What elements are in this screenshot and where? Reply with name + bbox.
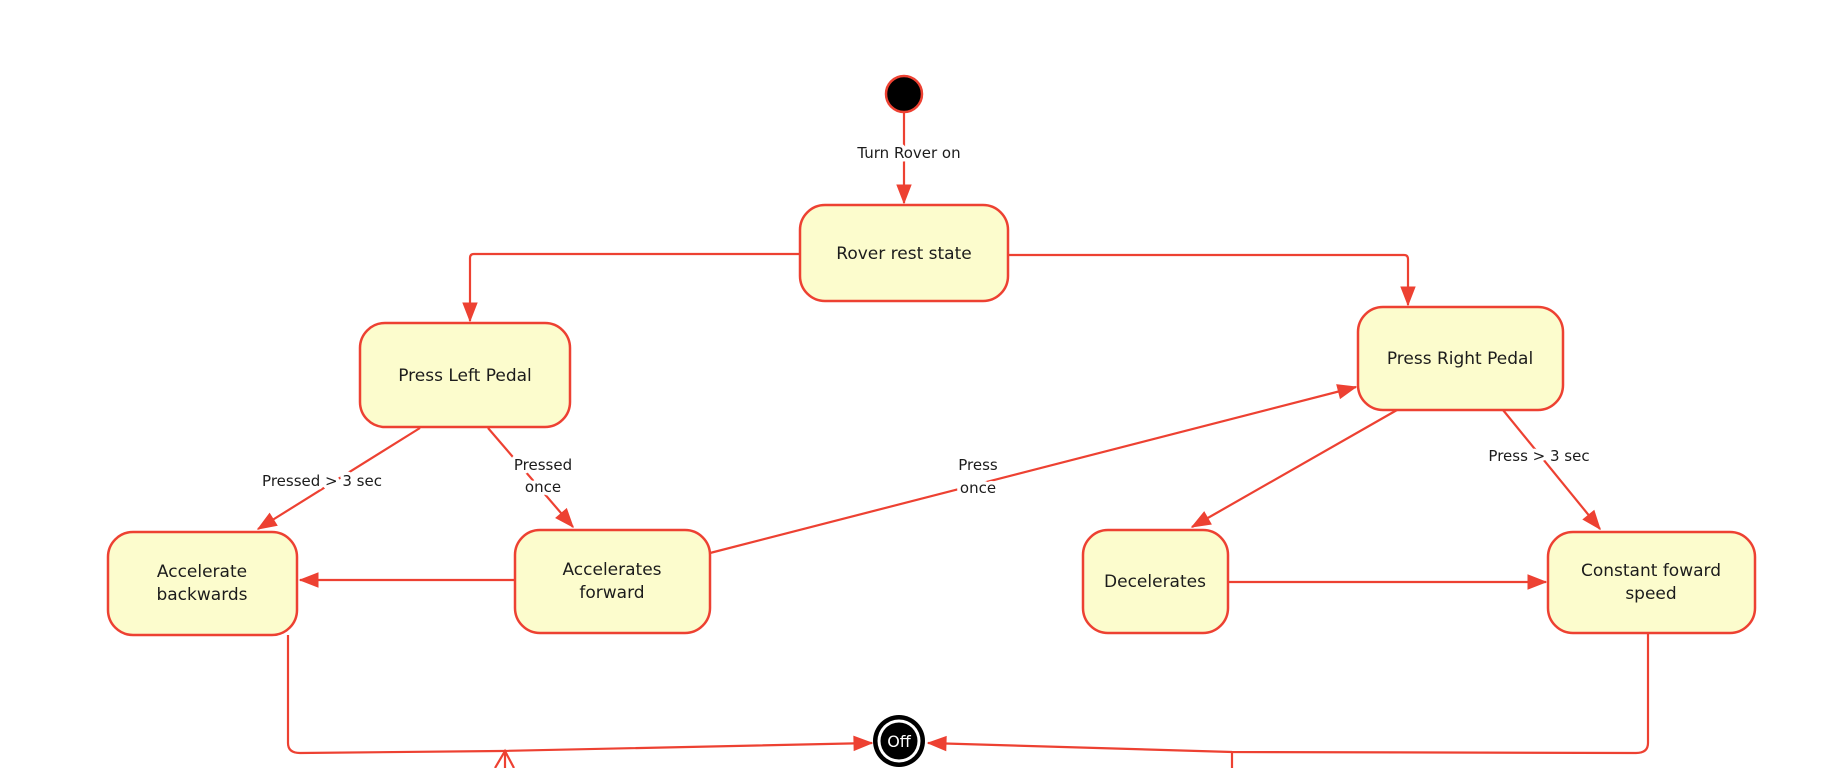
transition-label-pressed-once-line2: once xyxy=(525,478,561,496)
state-press-left-pedal-label: Press Left Pedal xyxy=(398,366,532,386)
initial-state-node xyxy=(884,74,924,114)
state-press-right-pedal-box xyxy=(1356,305,1565,412)
state-constant-forward-speed: Constant foward speed xyxy=(1546,530,1757,635)
state-decelerates-box xyxy=(1081,528,1230,635)
state-accelerate-backwards-label-line1: Accelerate xyxy=(157,562,247,582)
edge-rover-rest-to-press-left xyxy=(462,252,800,323)
transition-label-turn-rover-on: Turn Rover on xyxy=(856,144,960,162)
state-accelerates-forward-box xyxy=(513,528,712,635)
final-state-off-inner-disc xyxy=(880,722,918,760)
state-accelerates-forward-label-line2: forward xyxy=(579,583,644,603)
state-rover-rest-box xyxy=(798,203,1010,303)
final-state-off-label: Off xyxy=(887,732,912,751)
edge-accelerate-backwards-to-off xyxy=(286,635,874,755)
state-accelerate-backwards: Accelerate backwards xyxy=(106,530,299,637)
state-press-right-pedal-label: Press Right Pedal xyxy=(1387,349,1533,369)
state-press-left-pedal: Press Left Pedal xyxy=(358,321,572,429)
edge-press-left-to-accelerate-backwards xyxy=(256,427,421,530)
edge-rover-rest-to-press-right xyxy=(1008,253,1416,307)
state-accelerate-backwards-label-line2: backwards xyxy=(156,585,247,605)
edge-accelerates-forward-to-press-right xyxy=(709,384,1358,555)
transition-label-pressed-3-sec: Pressed > 3 sec xyxy=(262,472,382,490)
edge-press-left-to-accelerates-forward xyxy=(487,427,574,529)
transition-label-press-once-line1: Press xyxy=(958,456,998,474)
state-accelerates-forward: Accelerates forward xyxy=(513,528,712,635)
state-press-right-pedal: Press Right Pedal xyxy=(1356,305,1565,412)
state-constant-forward-speed-box xyxy=(1546,530,1757,635)
state-rover-rest-label: Rover rest state xyxy=(836,244,971,264)
edge-arrowhead-up-cutoff xyxy=(494,748,515,768)
state-rover-rest: Rover rest state xyxy=(798,203,1010,303)
state-decelerates-label: Decelerates xyxy=(1104,572,1206,592)
edge-press-right-to-decelerates xyxy=(1190,409,1398,528)
state-constant-forward-speed-label-line1: Constant foward xyxy=(1581,561,1721,581)
transition-label-pressed-once-line1: Pressed xyxy=(514,456,572,474)
final-state-off: Off xyxy=(873,715,925,767)
edge-constant-forward-to-off xyxy=(926,633,1650,755)
state-decelerates: Decelerates xyxy=(1081,528,1230,635)
state-accelerate-backwards-box xyxy=(106,530,299,637)
state-press-left-pedal-box xyxy=(358,321,572,429)
edge-press-right-to-constant-forward xyxy=(1502,409,1601,531)
state-accelerates-forward-label-line1: Accelerates xyxy=(562,560,661,580)
transition-label-press-3-sec: Press > 3 sec xyxy=(1488,447,1589,465)
state-constant-forward-speed-label-line2: speed xyxy=(1625,584,1676,604)
transition-label-press-once-line2: once xyxy=(960,479,996,497)
